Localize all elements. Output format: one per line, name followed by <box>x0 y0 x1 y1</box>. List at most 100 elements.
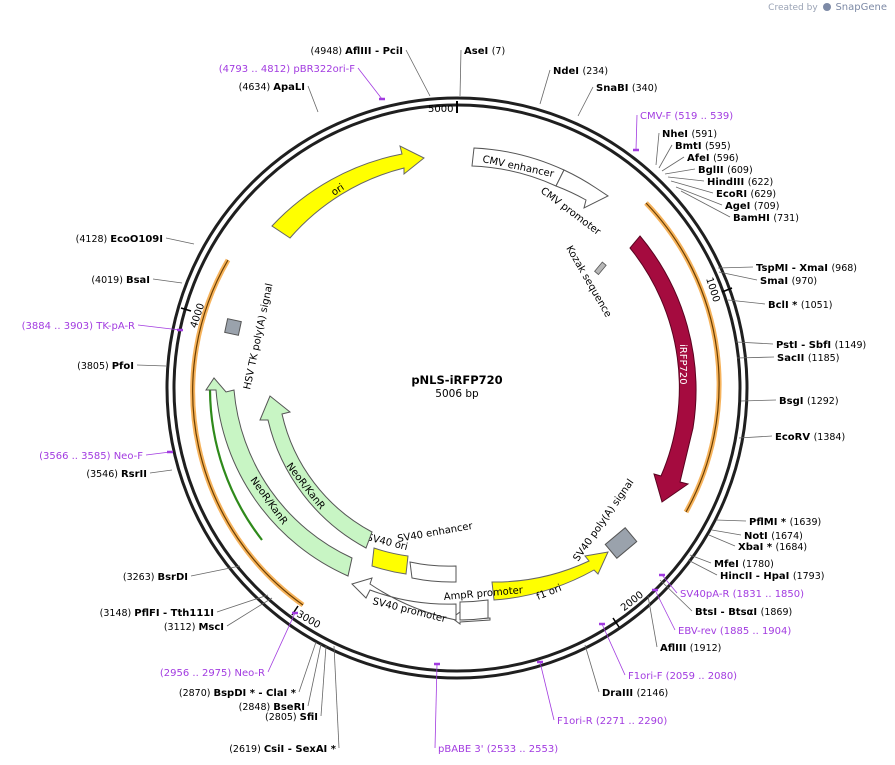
site-leader-line <box>190 565 241 577</box>
feature-arc-green-neo <box>208 389 263 541</box>
enzyme-label[interactable]: (3148) PflFI - Tth111I <box>100 608 214 619</box>
enzyme-label[interactable]: (3112) MscI <box>164 622 224 633</box>
enzyme-label[interactable]: HindIII (622) <box>707 177 773 188</box>
site-leader-line <box>152 278 183 284</box>
site-leader-line <box>659 579 693 612</box>
site-leader-line <box>647 595 658 648</box>
feature-label-neor-kanr-outer: NeoR/KanR <box>248 475 290 527</box>
enzyme-label[interactable]: BsgI (1292) <box>779 396 839 407</box>
enzyme-label[interactable]: NdeI (234) <box>553 66 608 77</box>
backbone-outer-ring <box>165 96 749 680</box>
enzyme-label[interactable]: (4019) BsaI <box>91 275 150 286</box>
enzyme-label[interactable]: HincII - HpaI (1793) <box>720 571 824 582</box>
enzyme-label[interactable]: AseI (7) <box>464 46 505 57</box>
site-leader-line <box>601 623 626 676</box>
enzyme-label[interactable]: BglII (609) <box>698 165 753 176</box>
site-leader-line <box>740 399 777 402</box>
feature-kozak-sequence[interactable]: Kozak sequence <box>563 244 613 319</box>
enzyme-label[interactable]: (3805) PfoI <box>77 361 134 372</box>
enzyme-label[interactable]: EcoRI (629) <box>716 189 776 200</box>
site-leader-line <box>735 341 774 345</box>
site-leader-line <box>216 594 269 613</box>
enzyme-label[interactable]: NotI (1674) <box>744 531 803 542</box>
enzyme-label[interactable]: BclI * (1051) <box>768 300 832 311</box>
primer-label[interactable]: CMV-F (519 .. 539) <box>640 111 733 122</box>
enzyme-label[interactable]: BamHI (731) <box>733 213 799 224</box>
enzyme-label[interactable]: SacII (1185) <box>777 353 839 364</box>
snapgene-product-name: SnapGene <box>835 2 887 13</box>
site-leader-line <box>539 69 551 105</box>
primer-label[interactable]: pBABE 3' (2533 .. 2553) <box>438 744 558 755</box>
primer-label[interactable]: EBV-rev (1885 .. 1904) <box>678 626 791 637</box>
feature-label-hsv-tk-polya-signal: HSV TK poly(A) signal <box>242 282 275 390</box>
tick-mark-2000 <box>612 617 620 628</box>
site-leader-line <box>718 271 758 281</box>
enzyme-label[interactable]: (2870) BspDI * - ClaI * <box>179 688 297 699</box>
feature-label-sv40-polya-signal: SV40 poly(A) signal <box>571 477 636 563</box>
enzyme-label[interactable]: TspMI - XmaI (968) <box>756 263 857 274</box>
primer-label[interactable]: F1ori-F (2059 .. 2080) <box>628 671 737 682</box>
enzyme-label[interactable]: (3546) RsrII <box>86 469 147 480</box>
site-leader-line <box>577 86 594 117</box>
enzyme-label[interactable]: BtsI - BtsαI (1869) <box>695 607 792 618</box>
site-leader-line <box>717 266 754 269</box>
enzyme-label[interactable]: (3263) BsrDI <box>123 572 188 583</box>
site-leader-line <box>736 356 775 359</box>
enzyme-label[interactable]: SnaBI (340) <box>596 83 657 94</box>
site-leader-line <box>658 144 673 169</box>
feature-hsv-tk-polya-signal[interactable]: HSV TK poly(A) signal <box>224 282 276 391</box>
feature-arc-line-left <box>192 259 304 606</box>
enzyme-label[interactable]: AfeI (596) <box>687 153 739 164</box>
tick-marks <box>180 101 733 628</box>
enzyme-label[interactable]: (4948) AflIII - PciI <box>311 46 403 57</box>
primer-label[interactable]: (3884 .. 3903) TK-pA-R <box>22 321 135 332</box>
enzyme-label[interactable]: (2848) BseRI <box>239 702 305 713</box>
site-leader-line <box>667 176 705 182</box>
plasmid-size: 5006 bp <box>435 388 479 400</box>
enzyme-label[interactable]: XbaI * (1684) <box>738 542 807 553</box>
enzyme-label[interactable]: DraIII (2146) <box>602 688 668 699</box>
enzyme-label[interactable]: BmtI (595) <box>675 141 731 152</box>
feature-irfp720[interactable]: iRFP720 <box>629 235 697 503</box>
enzyme-label[interactable]: NheI (591) <box>662 129 717 140</box>
tick-mark-1000 <box>721 287 733 293</box>
enzyme-label[interactable]: (4128) EcoO109I <box>76 234 163 245</box>
enzyme-label[interactable]: (4634) ApaLI <box>239 82 305 93</box>
feature-arc-line-cmv-irfp <box>645 202 720 513</box>
primer-label[interactable]: SV40pA-R (1831 .. 1850) <box>680 589 804 600</box>
site-leader-line <box>584 644 600 693</box>
feature-cmv-enhancer[interactable]: CMV enhancer <box>471 147 565 187</box>
enzyme-label[interactable]: AgeI (709) <box>725 201 779 212</box>
enzyme-label[interactable]: AflIII (1912) <box>660 643 721 654</box>
site-leader-line <box>357 67 383 100</box>
feature-label-neor-kanr-inner: NeoR/KanR <box>284 461 327 512</box>
primer-label[interactable]: (3566 .. 3585) Neo-F <box>39 451 143 462</box>
enzyme-label[interactable]: PflMI * (1639) <box>749 517 821 528</box>
feature-label-irfp720: iRFP720 <box>677 344 688 385</box>
snapgene-branding: Created by SnapGene <box>768 2 887 13</box>
enzyme-label[interactable]: (2805) SfiI <box>265 712 318 723</box>
site-leader-line <box>165 237 195 245</box>
enzyme-label[interactable]: SmaI (970) <box>760 276 817 287</box>
site-leader-line <box>680 190 731 218</box>
primer-label[interactable]: F1ori-R (2271 .. 2290) <box>557 716 667 727</box>
site-leader-line <box>226 597 273 627</box>
feature-ori[interactable]: ori <box>271 145 425 239</box>
site-leader-line <box>333 645 340 749</box>
enzyme-label[interactable]: (2619) CsiI - SexAI * <box>229 744 337 755</box>
primer-label[interactable]: (2956 .. 2975) Neo-R <box>160 668 265 679</box>
feature-sv40-enhancer[interactable]: SV40 enhancer <box>397 521 475 583</box>
site-leader-line <box>298 641 317 693</box>
enzyme-label[interactable]: PstI - SbfI (1149) <box>776 340 866 351</box>
site-leader-line <box>711 529 742 536</box>
site-leader-line <box>307 85 319 113</box>
site-leader-line <box>654 589 676 631</box>
site-leader-line <box>434 663 438 749</box>
enzyme-label[interactable]: MfeI (1780) <box>714 559 774 570</box>
enzyme-label[interactable]: EcoRV (1384) <box>775 432 845 443</box>
feature-sv40-polya-signal[interactable]: SV40 poly(A) signal <box>571 477 638 564</box>
feature-sv40-promoter[interactable]: SV40 promoter <box>351 577 457 625</box>
primer-label[interactable]: (4793 .. 4812) pBR322ori-F <box>219 64 355 75</box>
